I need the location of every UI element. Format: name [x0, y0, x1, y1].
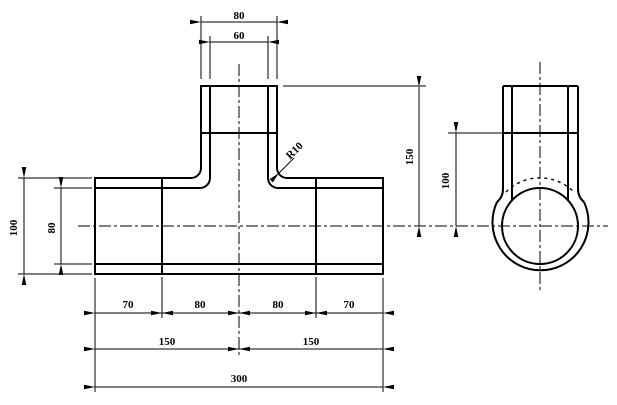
side-pipe-outer-right [577, 86, 585, 203]
side-view [491, 85, 590, 272]
dim-label-half-150-left: 150 [159, 336, 176, 348]
centerlines [78, 62, 608, 357]
dim-label-chain-80-left: 80 [195, 299, 207, 311]
dim-label-branch-outer-width: 80 [234, 10, 246, 22]
front-bore-right-profile [267, 86, 383, 189]
dim-label-socket-height: 100 [440, 172, 452, 189]
side-bore-circle [501, 187, 579, 265]
front-view [94, 85, 384, 275]
dim-label-chain-70-right: 70 [344, 299, 356, 311]
dim-label-chain-70-left: 70 [123, 299, 135, 311]
side-pipe-outer-left [496, 86, 504, 203]
front-bore-left-profile [95, 86, 211, 189]
dim-label-run-outer-height: 100 [8, 219, 20, 236]
dim-label-branch-bore-width: 60 [234, 30, 246, 42]
dimension-lines [21, 19, 459, 390]
dimension-labels: 80 60 100 80 150 100 70 80 80 70 150 150… [8, 10, 452, 385]
dim-label-chain-80-right: 80 [273, 299, 285, 311]
front-outer-profile [94, 85, 384, 275]
extension-lines [18, 16, 502, 392]
dim-label-branch-height: 150 [404, 148, 416, 165]
side-outer-circle-arc [491, 201, 590, 272]
fillet-leader-line [269, 157, 295, 183]
dim-label-fillet-radius: R10 [284, 140, 306, 162]
dim-label-half-150-right: 150 [303, 336, 320, 348]
dim-label-run-bore-height: 80 [46, 222, 58, 234]
dim-label-overall-300: 300 [231, 373, 248, 385]
